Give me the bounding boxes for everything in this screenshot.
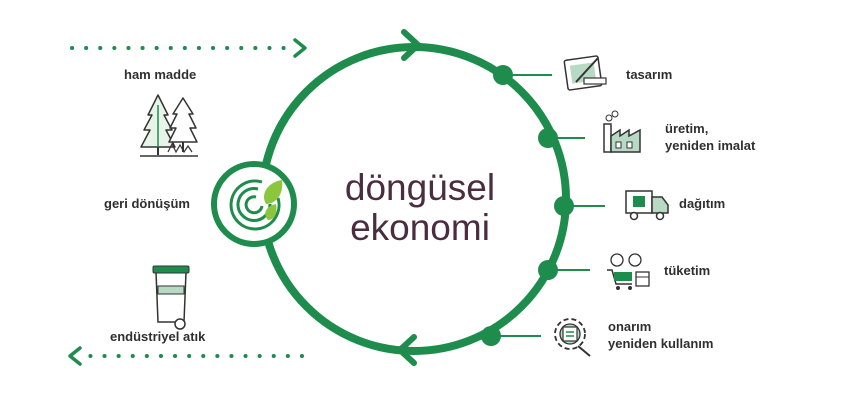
cycle-arrow-top (401, 29, 421, 61)
stage-label-design: tasarım (626, 66, 672, 83)
input-flow-arrow (70, 38, 307, 58)
stage-label-line: üretim, (665, 121, 709, 136)
recycling-label: geri dönüşüm (104, 196, 190, 211)
stage-label-repair: onarım yeniden kullanım (608, 318, 713, 352)
gear-repair-icon (554, 318, 591, 357)
raw-material-label: ham madde (124, 67, 197, 82)
recycling-badge (211, 161, 297, 247)
stage-nodes (481, 65, 574, 346)
stage-label-line: yeniden kullanım (608, 336, 714, 351)
waste-bin-icon (152, 265, 190, 330)
center-title-line-2: ekonomi (350, 207, 490, 248)
stage-label-line: tasarım (626, 67, 673, 82)
industrial-waste-label: endüstriyel atık (110, 329, 206, 344)
recycle-leaf-icon (229, 179, 283, 231)
stage-label-line: onarım (608, 319, 652, 334)
stage-label-production: üretim, yeniden imalat (665, 120, 755, 154)
cycle-arrow-bottom (397, 334, 417, 366)
stage-label-consumption: tüketim (664, 262, 710, 279)
stage-label-line: tüketim (664, 263, 711, 278)
stage-label-line: yeniden imalat (665, 138, 756, 153)
stage-label-line: dağıtım (679, 196, 726, 211)
factory-icon (603, 110, 641, 153)
design-tablet-icon (563, 55, 607, 91)
trees-icon (140, 94, 198, 157)
center-title: döngüsel ekonomi (320, 168, 520, 248)
stage-label-distribution: dağıtım (679, 195, 725, 212)
output-flow-arrow (68, 346, 304, 366)
center-title-line-1: döngüsel (344, 167, 496, 208)
shopping-cart-icon (607, 253, 650, 290)
delivery-truck-icon (625, 190, 669, 221)
